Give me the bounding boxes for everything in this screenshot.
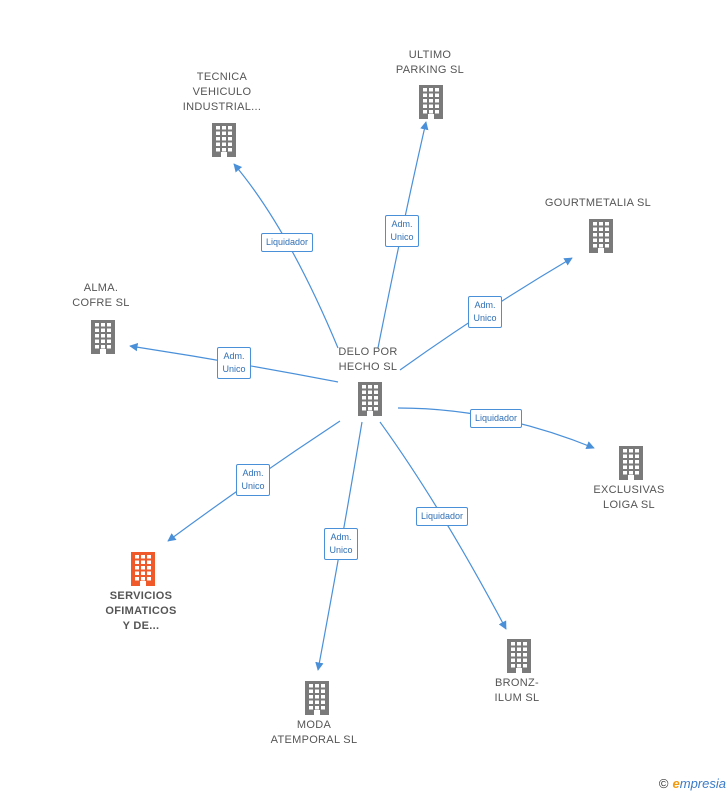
node-ultimo-building[interactable] <box>416 83 446 124</box>
edge-label-servicios: Adm. Unico <box>236 464 270 496</box>
node-exclusivas-label[interactable]: EXCLUSIVAS LOIGA SL <box>593 484 665 511</box>
node-ultimo-label[interactable]: ULTIMO PARKING SL <box>395 49 465 76</box>
building-icon <box>358 382 382 416</box>
node-moda-label[interactable]: MODA ATEMPORAL SL <box>270 719 358 746</box>
node-tecnica-label[interactable]: TECNICA VEHICULO INDUSTRIAL... <box>182 70 262 113</box>
node-tecnica-building[interactable] <box>209 121 239 162</box>
copyright-symbol: © <box>658 776 669 791</box>
footer-brand: ©empresia <box>659 776 726 791</box>
edge-label-gourmetalia: Adm. Unico <box>468 296 502 328</box>
building-icon <box>305 681 329 715</box>
building-icon <box>91 320 115 354</box>
edge-to-bronzilum <box>379 421 507 630</box>
node-alma-building[interactable] <box>88 318 118 359</box>
node-center-label[interactable]: DELO POR HECHO SL <box>338 346 398 373</box>
node-gourmetalia-building[interactable] <box>586 217 616 258</box>
node-servicios-label[interactable]: SERVICIOS OFIMATICOS Y DE... <box>105 589 177 632</box>
building-icon <box>212 123 236 157</box>
building-icon <box>589 219 613 253</box>
node-bronzilum-label[interactable]: BRONZ- ILUM SL <box>494 677 540 704</box>
edge-label-tecnica: Liquidador <box>260 232 314 252</box>
edge-label-exclusivas: Liquidador <box>469 408 523 428</box>
edge-label-moda: Adm. Unico <box>324 528 358 560</box>
node-exclusivas-building[interactable] <box>616 444 646 485</box>
edge-label-alma: Adm. Unico <box>217 347 251 379</box>
node-moda-building[interactable] <box>302 679 332 720</box>
edge-to-tecnica <box>233 163 339 349</box>
edge-label-ultimo: Adm. Unico <box>385 215 419 247</box>
building-icon <box>131 552 155 586</box>
building-icon <box>619 446 643 480</box>
node-servicios-building[interactable] <box>128 550 158 591</box>
edge-label-bronzilum: Liquidador <box>415 506 469 526</box>
node-center-building[interactable] <box>355 380 385 421</box>
brand-logo-initial: e <box>672 776 680 791</box>
building-icon <box>419 85 443 119</box>
node-alma-label[interactable]: ALMA. COFRE SL <box>72 282 130 309</box>
node-bronzilum-building[interactable] <box>504 637 534 678</box>
building-icon <box>507 639 531 673</box>
node-gourmetalia-label[interactable]: GOURTMETALIA SL <box>544 196 652 209</box>
brand-logo-text: mpresia <box>679 776 726 791</box>
